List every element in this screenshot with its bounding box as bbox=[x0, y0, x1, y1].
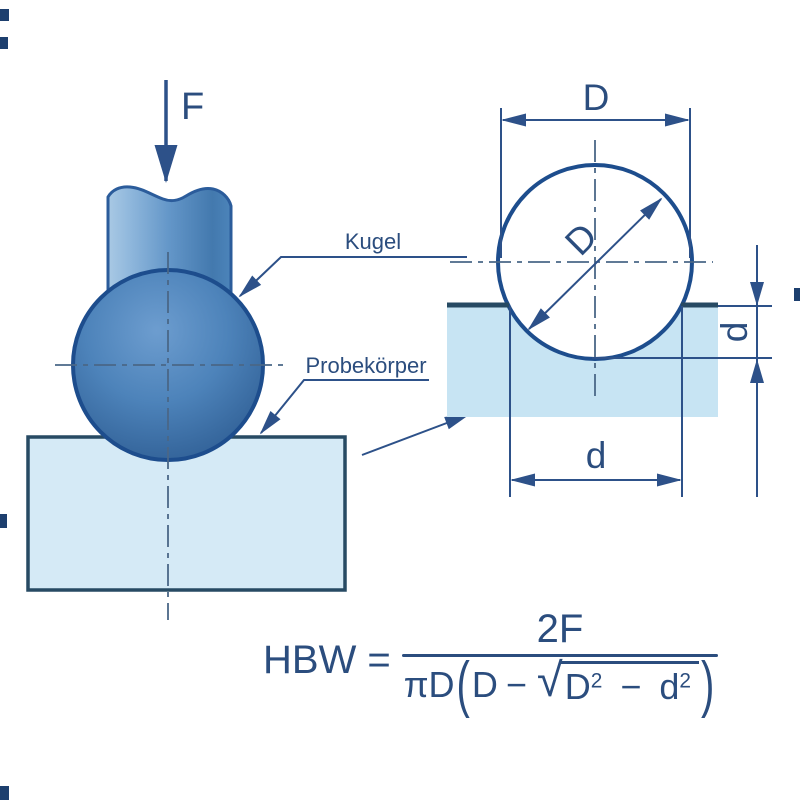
rad-sup1: 2 bbox=[590, 669, 603, 693]
indenter-shaft bbox=[106, 185, 233, 302]
formula-lhs: HBW bbox=[263, 638, 357, 683]
radicand: D2 − d2 bbox=[559, 661, 700, 708]
formula-numerator: 2F bbox=[536, 607, 584, 651]
radical-sign: √ bbox=[536, 653, 563, 706]
den-close-paren: ) bbox=[701, 650, 715, 719]
den-first-term: D bbox=[471, 664, 498, 705]
formula-equals: = bbox=[367, 638, 391, 683]
dim-depth-arrow-down bbox=[750, 282, 764, 306]
dim-D-label: D bbox=[583, 77, 610, 118]
rad-term2: d bbox=[659, 666, 680, 707]
specimen-label: Probekörper bbox=[305, 353, 426, 378]
specimen-leader-line bbox=[259, 379, 429, 435]
hbw-formula: HBW = 2F πD ( D − √ D2 − d2 ) bbox=[263, 606, 719, 719]
specimen-link-arrow bbox=[361, 414, 470, 456]
formula-fraction: 2F πD ( D − √ D2 − d2 ) bbox=[401, 606, 719, 719]
den-pi-d: πD bbox=[403, 664, 455, 705]
edge-artifact bbox=[0, 786, 9, 800]
den-minus: − bbox=[505, 664, 527, 705]
dim-depth-label: d bbox=[714, 322, 755, 343]
edge-artifact bbox=[0, 37, 8, 49]
rad-term1: D bbox=[564, 666, 591, 707]
force-label: F bbox=[181, 86, 204, 128]
specimen-block-left bbox=[26, 435, 347, 592]
den-open-paren: ( bbox=[456, 650, 470, 719]
edge-artifact bbox=[0, 514, 7, 528]
ball-leader-line bbox=[238, 256, 467, 298]
edge-artifact bbox=[0, 9, 9, 21]
square-root: √ D2 − d2 bbox=[536, 653, 700, 708]
edge-artifact bbox=[794, 288, 800, 301]
rad-sup2: 2 bbox=[679, 669, 692, 693]
formula-denominator: πD ( D − √ D2 − d2 ) bbox=[402, 650, 719, 719]
dim-d-label: d bbox=[586, 435, 607, 476]
dim-D-diagonal-line bbox=[527, 197, 663, 331]
rad-minus: − bbox=[620, 666, 642, 707]
ball-label: Kugel bbox=[345, 229, 401, 254]
fraction-bar bbox=[401, 654, 719, 657]
dim-depth-arrow-up bbox=[750, 359, 764, 383]
